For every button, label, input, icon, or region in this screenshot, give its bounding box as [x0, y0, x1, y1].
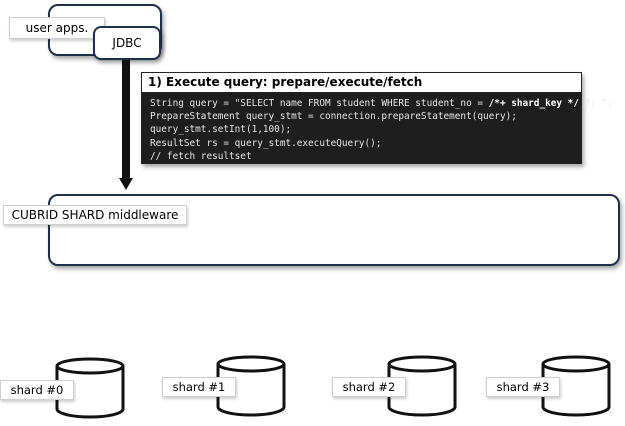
code-line-5: // fetch resultset — [150, 150, 252, 162]
query-code-block: String query = "SELECT name FROM student… — [142, 93, 613, 163]
code-line-3: query_stmt.setInt(1,100); — [150, 124, 292, 136]
jdbc-box: JDBC — [93, 26, 161, 60]
shard-0-database-icon — [55, 357, 125, 419]
shard-3-label: shard #3 — [486, 377, 560, 397]
jdbc-label: JDBC — [112, 36, 142, 50]
query-panel: 1) Execute query: prepare/execute/fetch … — [141, 72, 613, 164]
shard-3-database-icon — [541, 355, 611, 417]
shard-0-label: shard #0 — [0, 380, 74, 400]
shard-1-label: shard #1 — [162, 377, 236, 397]
middleware-label: CUBRID SHARD middleware — [3, 205, 187, 225]
query-panel-title: 1) Execute query: prepare/execute/fetch — [142, 73, 581, 93]
shard-2-database-icon — [387, 355, 457, 417]
code-line-2: PrepareStatement query_stmt = connection… — [150, 111, 517, 123]
code-line-4: ResultSet rs = query_stmt.executeQuery()… — [150, 137, 382, 149]
shard-2-label: shard #2 — [332, 377, 406, 397]
code-line-1b: ?; "; — [578, 98, 613, 109]
shard-1-database-icon — [216, 355, 286, 417]
user-apps-label: user apps. — [9, 17, 105, 39]
code-shard-hint: /*+ shard_key */ — [488, 98, 579, 109]
code-line-1a: String query = "SELECT name FROM student… — [150, 98, 489, 109]
